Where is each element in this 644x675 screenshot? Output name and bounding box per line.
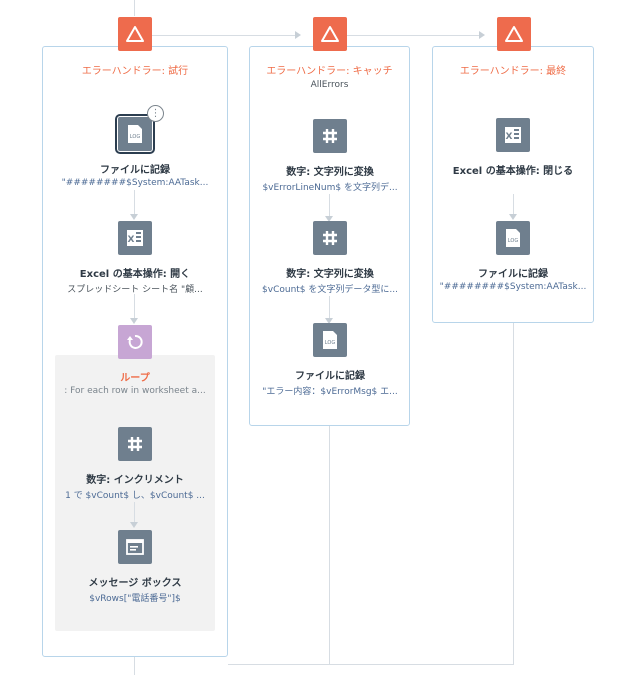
excel-icon[interactable]: X — [118, 221, 152, 255]
arrow-down — [509, 214, 517, 220]
panel-title: エラーハンドラー: 試行 — [81, 66, 189, 77]
node-title: 数字: 文字列に変換 — [286, 167, 374, 178]
panel-title: エラーハンドラー: キャッチ — [266, 66, 393, 77]
connector-bottom-catch — [329, 426, 330, 665]
hash-number-icon[interactable] — [313, 221, 347, 255]
node-subtitle: "########$System:AATask... — [439, 282, 587, 292]
svg-text:X: X — [128, 235, 135, 245]
node-subtitle: "########$System:AATask... — [61, 178, 209, 188]
arrow-down — [325, 318, 333, 324]
node-title: ファイルに記録 — [100, 165, 170, 176]
node-title: 数字: インクリメント — [86, 475, 184, 486]
node-subtitle: "エラー内容：$vErrorMsg$ エ... — [262, 387, 398, 397]
excel-icon[interactable]: X — [496, 118, 530, 152]
arrow-right — [479, 31, 485, 39]
connector — [329, 296, 330, 320]
connector — [134, 190, 135, 216]
connector — [329, 194, 330, 218]
node-increment[interactable]: 数字: インクリメント 1 で $vCount$ し、$vCount$ ... — [50, 427, 220, 501]
log-file-icon[interactable]: LOG — [313, 323, 347, 357]
node-loop[interactable]: ループ : For each row in worksheet a... — [50, 325, 220, 396]
node-convert-to-string[interactable]: 数字: 文字列に変換 $vErrorLineNum$ を文字列デ... — [245, 119, 415, 193]
hash-number-icon[interactable] — [313, 119, 347, 153]
node-subtitle: $vRows["電話番号"]$ — [89, 594, 181, 604]
node-log-file[interactable]: LOG ファイルに記録 "エラー内容：$vErrorMsg$ エ... — [245, 323, 415, 397]
node-convert-to-string[interactable]: 数字: 文字列に変換 $vCount$ を文字列データ型に... — [245, 221, 415, 295]
connector — [134, 502, 135, 524]
connector-bottom-finally — [513, 323, 514, 665]
node-title: Excel の基本操作: 閉じる — [452, 166, 574, 177]
node-title: ループ — [120, 373, 150, 384]
arrow-down — [325, 216, 333, 222]
arrow-down — [130, 318, 138, 324]
warning-triangle-icon[interactable] — [118, 17, 152, 51]
svg-text:X: X — [506, 132, 513, 142]
node-title: ファイルに記録 — [295, 371, 365, 382]
node-title: メッセージ ボックス — [88, 578, 182, 589]
message-box-icon[interactable] — [118, 530, 152, 564]
loop-body — [55, 355, 215, 631]
node-subtitle: スプレッドシート シート名 "顧... — [67, 285, 203, 295]
log-file-icon[interactable]: LOG — [496, 221, 530, 255]
more-options-icon[interactable]: ⋮ — [147, 105, 164, 122]
svg-text:LOG: LOG — [508, 238, 519, 244]
connector — [513, 194, 514, 216]
node-title: 数字: 文字列に変換 — [286, 269, 374, 280]
node-message-box[interactable]: メッセージ ボックス $vRows["電話番号"]$ — [50, 530, 220, 604]
node-title: ファイルに記録 — [478, 269, 548, 280]
svg-text:LOG: LOG — [325, 340, 336, 346]
connector — [134, 294, 135, 320]
node-title: Excel の基本操作: 開く — [79, 269, 191, 280]
connector-bottom-merge — [228, 664, 514, 665]
node-excel-close[interactable]: X Excel の基本操作: 閉じる — [428, 118, 598, 177]
loop-icon[interactable] — [118, 325, 152, 359]
panel-finally[interactable] — [432, 46, 594, 323]
node-subtitle: : For each row in worksheet a... — [64, 386, 206, 396]
panel-subtitle: AllErrors — [310, 80, 349, 90]
connector-catch-finally — [347, 35, 479, 36]
panel-title: エラーハンドラー: 最終 — [459, 66, 567, 77]
arrow-down — [130, 214, 138, 220]
warning-triangle-icon[interactable] — [497, 17, 531, 51]
node-subtitle: $vErrorLineNum$ を文字列デ... — [262, 183, 398, 193]
node-excel-open[interactable]: X Excel の基本操作: 開く スプレッドシート シート名 "顧... — [50, 221, 220, 295]
connector-try-catch — [151, 35, 295, 36]
hash-number-icon[interactable] — [118, 427, 152, 461]
node-subtitle: $vCount$ を文字列データ型に... — [262, 285, 398, 295]
node-log-file[interactable]: LOG ⋮ ファイルに記録 "########$System:AATask... — [50, 105, 220, 188]
node-subtitle: 1 で $vCount$ し、$vCount$ ... — [65, 491, 205, 501]
arrow-down — [130, 522, 138, 528]
node-log-file[interactable]: LOG ファイルに記録 "########$System:AATask... — [428, 221, 598, 292]
log-file-icon[interactable]: LOG ⋮ — [115, 105, 164, 154]
warning-triangle-icon[interactable] — [313, 17, 347, 51]
connector-bottom-try — [134, 657, 135, 675]
svg-text:LOG: LOG — [130, 134, 141, 140]
arrow-right — [295, 31, 301, 39]
connector-top — [134, 0, 135, 16]
